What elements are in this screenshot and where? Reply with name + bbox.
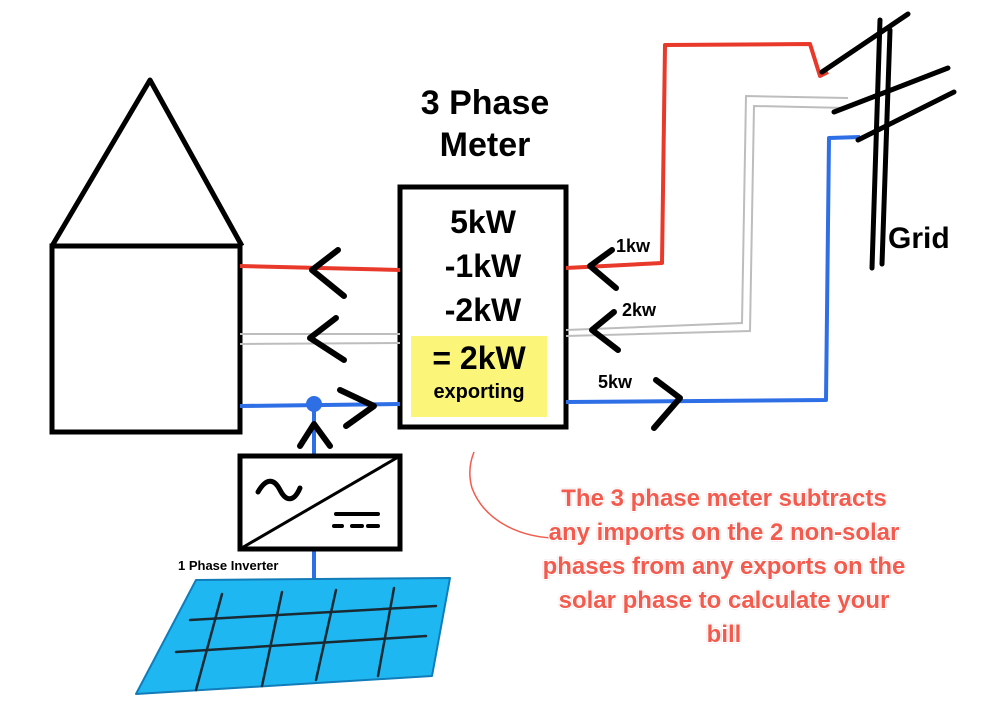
house [49,77,245,435]
net-export-highlight: = 2kW exporting [411,336,547,417]
ac-symbol [255,478,303,502]
meter-title-line1: 3 Phase [420,84,550,122]
grey-phase-wire-grid-2 [565,104,849,337]
flow-label-red: 1kw [616,236,651,256]
reading-phase-2: -1kW [444,248,522,284]
flow-arrow-red-grid [587,247,619,291]
flow-arrow-grey-grid [589,309,621,353]
meter-title-line2: Meter [439,126,531,164]
flow-arrow-blue-grid [651,377,683,431]
inverter [237,453,403,552]
dc-symbol [332,512,380,528]
junction-dot [306,396,322,412]
flow-arrow-blue-house [337,387,377,429]
flow-arrow-grey-house [307,315,347,363]
flow-arrow-inverter-up [297,421,333,449]
inverter-label: 1 Phase Inverter [178,558,279,573]
flow-label-grey: 2kw [622,300,657,320]
blue-phase-wire-grid [565,135,861,404]
grey-phase-wire-grid [565,94,849,331]
reading-phase-1: 5kW [450,204,516,240]
red-phase-wire-grid [565,42,829,270]
meter-title: 3 Phase Meter [380,82,590,166]
meter-box [397,184,569,430]
explanatory-note: The 3 phase meter subtracts any imports … [542,485,906,648]
net-total: = 2kW [432,340,526,376]
note-pointer-line [469,451,567,539]
flow-label-blue: 5kw [598,372,633,392]
solar-panel [135,577,451,695]
red-phase-wire-house [239,264,401,272]
net-status: exporting [433,381,525,403]
reading-phase-3: -2kW [444,292,522,328]
meter-readings: 5kW -1kW -2kW [400,200,566,332]
grid-label: Grid [888,222,950,255]
flow-arrow-red-house [309,247,347,299]
grid-pylon [819,11,957,271]
